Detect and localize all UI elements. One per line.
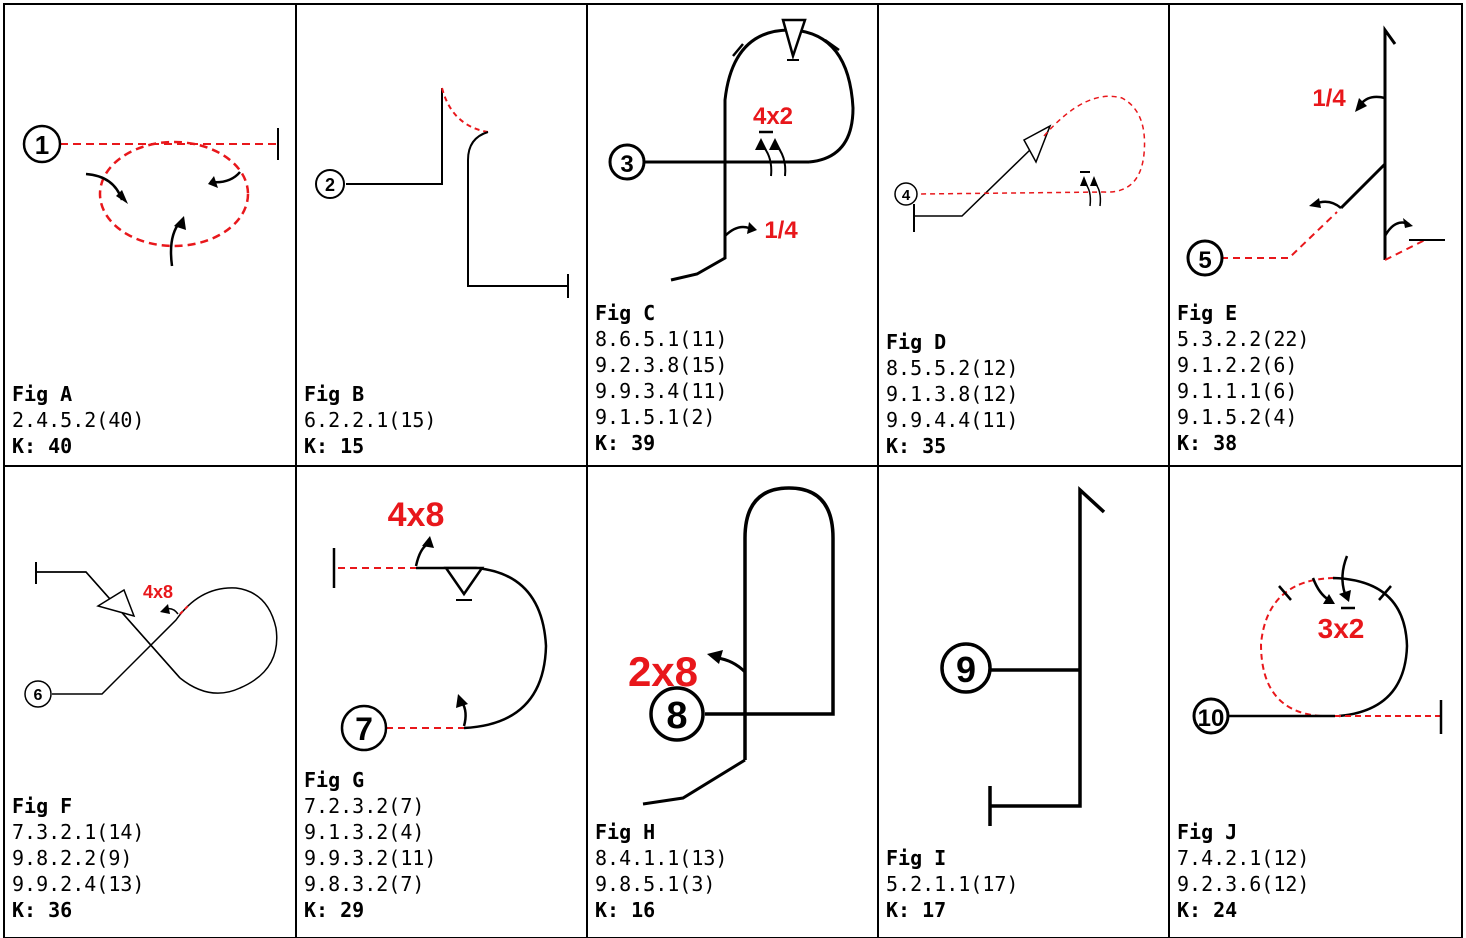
figure-b-title: Fig B bbox=[304, 382, 365, 406]
figure-j-label-3x2: 3x2 bbox=[1318, 613, 1365, 644]
figure-a-caption: Fig A 2.4.5.2(40) K: 40 bbox=[12, 381, 144, 459]
figure-g-diagram: 4x8 7 bbox=[332, 496, 548, 752]
figure-f-line-2: 9.8.2.2(9) bbox=[12, 846, 133, 870]
figure-d-line-1: 8.5.5.2(12) bbox=[886, 356, 1019, 380]
figure-f-cell: 4x8 6 Fig F 7.3.2.1(14) 9.8.2.2(9) 9.9.2… bbox=[4, 466, 296, 938]
figure-i-cell: 9 Fig I 5.2.1.1(17) K: 17 bbox=[878, 466, 1169, 938]
figure-d-line-3: 9.9.4.4(11) bbox=[886, 408, 1019, 432]
figure-j-cell: 3x2 10 Fig J 7.4.2.1(12) 9.2.3.6(12) K: … bbox=[1169, 466, 1462, 938]
figure-a-title: Fig A bbox=[12, 382, 73, 406]
figure-i-title: Fig I bbox=[886, 846, 947, 870]
figure-e-k: K: 38 bbox=[1177, 431, 1238, 455]
figure-a-line-1: 2.4.5.2(40) bbox=[12, 408, 145, 432]
figure-i-k: K: 17 bbox=[886, 898, 947, 922]
figure-g-number: 7 bbox=[355, 711, 373, 747]
figure-d-title: Fig D bbox=[886, 330, 947, 354]
figure-h-cell: 2x8 8 Fig H 8.4.1.1(13) 9.8.5.1(3) K: 16 bbox=[587, 466, 878, 938]
figure-i-diagram: 9 bbox=[940, 486, 1106, 826]
figure-b-line-1: 6.2.2.1(15) bbox=[304, 408, 437, 432]
figure-c-title: Fig C bbox=[595, 301, 656, 325]
figure-c-k: K: 39 bbox=[595, 431, 656, 455]
figure-f-diagram: 4x8 6 bbox=[24, 562, 278, 708]
figure-c-line-3: 9.9.3.4(11) bbox=[595, 379, 728, 403]
figure-h-title: Fig H bbox=[595, 820, 656, 844]
figure-e-title: Fig E bbox=[1177, 301, 1238, 325]
figure-c-label-quarter: 1/4 bbox=[764, 217, 798, 244]
figure-g-line-2: 9.1.3.2(4) bbox=[304, 820, 425, 844]
figure-c-label-4x2: 4x2 bbox=[753, 103, 793, 130]
figure-g-cell: 4x8 7 Fig G 7.2.3.2(7) 9.1.3.2(4) 9.9.3.… bbox=[296, 466, 587, 938]
figure-i-caption: Fig I 5.2.1.1(17) K: 17 bbox=[886, 845, 1018, 923]
figure-j-k: K: 24 bbox=[1177, 898, 1238, 922]
figure-a-number: 1 bbox=[35, 130, 49, 160]
figure-b-number: 2 bbox=[325, 175, 335, 195]
figure-g-title: Fig G bbox=[304, 768, 365, 792]
figure-d-k: K: 35 bbox=[886, 434, 947, 458]
figure-h-number: 8 bbox=[666, 695, 687, 737]
figure-d-diagram: 4 bbox=[894, 95, 1146, 232]
figure-a-diagram: 1 bbox=[22, 124, 279, 267]
figure-e-line-1: 5.3.2.2(22) bbox=[1177, 327, 1310, 351]
figure-f-line-3: 9.9.2.4(13) bbox=[12, 872, 145, 896]
figure-h-line-2: 9.8.5.1(3) bbox=[595, 872, 716, 896]
figure-c-number: 3 bbox=[620, 151, 633, 178]
figure-h-line-1: 8.4.1.1(13) bbox=[595, 846, 728, 870]
figure-i-line-1: 5.2.1.1(17) bbox=[886, 872, 1019, 896]
figure-c-line-2: 9.2.3.8(15) bbox=[595, 353, 728, 377]
figure-g-line-4: 9.8.3.2(7) bbox=[304, 872, 425, 896]
figure-g-caption: Fig G 7.2.3.2(7) 9.1.3.2(4) 9.9.3.2(11) … bbox=[304, 767, 436, 923]
figure-b-k: K: 15 bbox=[304, 434, 365, 458]
figure-j-caption: Fig J 7.4.2.1(12) 9.2.3.6(12) K: 24 bbox=[1177, 819, 1309, 923]
figure-f-line-1: 7.3.2.1(14) bbox=[12, 820, 145, 844]
figure-c-caption: Fig C 8.6.5.1(11) 9.2.3.8(15) 9.9.3.4(11… bbox=[595, 300, 727, 456]
figure-e-diagram: 1/4 5 bbox=[1186, 25, 1445, 277]
figure-f-k: K: 36 bbox=[12, 898, 73, 922]
figure-e-label-quarter: 1/4 bbox=[1312, 85, 1346, 112]
figure-d-number: 4 bbox=[902, 187, 911, 204]
figure-g-line-3: 9.9.3.2(11) bbox=[304, 846, 437, 870]
figure-j-number: 10 bbox=[1198, 705, 1225, 732]
figure-f-number: 6 bbox=[34, 687, 43, 704]
figure-b-cell: 2 Fig B 6.2.2.1(15) K: 15 bbox=[296, 4, 587, 466]
figure-e-line-4: 9.1.5.2(4) bbox=[1177, 405, 1298, 429]
figure-c-diagram: 4x2 1/4 3 bbox=[608, 18, 855, 282]
figure-g-line-1: 7.2.3.2(7) bbox=[304, 794, 425, 818]
figure-e-line-3: 9.1.1.1(6) bbox=[1177, 379, 1298, 403]
figure-i-number: 9 bbox=[956, 649, 976, 690]
figure-f-title: Fig F bbox=[12, 794, 73, 818]
figure-h-k: K: 16 bbox=[595, 898, 656, 922]
figure-h-diagram: 2x8 8 bbox=[628, 486, 835, 806]
figure-b-caption: Fig B 6.2.2.1(15) K: 15 bbox=[304, 381, 436, 459]
figure-b-diagram: 2 bbox=[315, 87, 569, 298]
figure-e-cell: 1/4 5 Fig E 5.3.2.2(22) 9.1.2.2(6) 9.1.1… bbox=[1169, 4, 1462, 466]
figure-a-k: K: 40 bbox=[12, 434, 73, 458]
figure-j-line-2: 9.2.3.6(12) bbox=[1177, 872, 1310, 896]
figure-e-caption: Fig E 5.3.2.2(22) 9.1.2.2(6) 9.1.1.1(6) … bbox=[1177, 300, 1309, 456]
figure-d-caption: Fig D 8.5.5.2(12) 9.1.3.8(12) 9.9.4.4(11… bbox=[886, 329, 1018, 459]
figure-g-k: K: 29 bbox=[304, 898, 365, 922]
figure-d-line-2: 9.1.3.8(12) bbox=[886, 382, 1019, 406]
figure-h-caption: Fig H 8.4.1.1(13) 9.8.5.1(3) K: 16 bbox=[595, 819, 727, 923]
figure-a-cell: 1 Fig A 2.4.5.2(40) K: 40 bbox=[4, 4, 296, 466]
figure-c-line-1: 8.6.5.1(11) bbox=[595, 327, 728, 351]
figure-e-number: 5 bbox=[1198, 247, 1211, 274]
figure-d-cell: 4 Fig D 8.5.5.2(12) 9.1.3.8(12) 9.9.4.4(… bbox=[878, 4, 1169, 466]
figure-c-cell: 4x2 1/4 3 Fig C 8.6.5.1(11) 9.2.3.8(15) … bbox=[587, 4, 878, 466]
figure-g-label-4x8: 4x8 bbox=[388, 496, 445, 534]
figure-e-line-2: 9.1.2.2(6) bbox=[1177, 353, 1298, 377]
figure-c-line-4: 9.1.5.1(2) bbox=[595, 405, 716, 429]
figure-j-diagram: 3x2 10 bbox=[1192, 555, 1443, 735]
figure-j-line-1: 7.4.2.1(12) bbox=[1177, 846, 1310, 870]
figure-f-caption: Fig F 7.3.2.1(14) 9.8.2.2(9) 9.9.2.4(13)… bbox=[12, 793, 144, 923]
figure-f-label-4x8: 4x8 bbox=[143, 582, 173, 602]
figure-j-title: Fig J bbox=[1177, 820, 1238, 844]
figure-h-label-2x8: 2x8 bbox=[628, 648, 698, 695]
